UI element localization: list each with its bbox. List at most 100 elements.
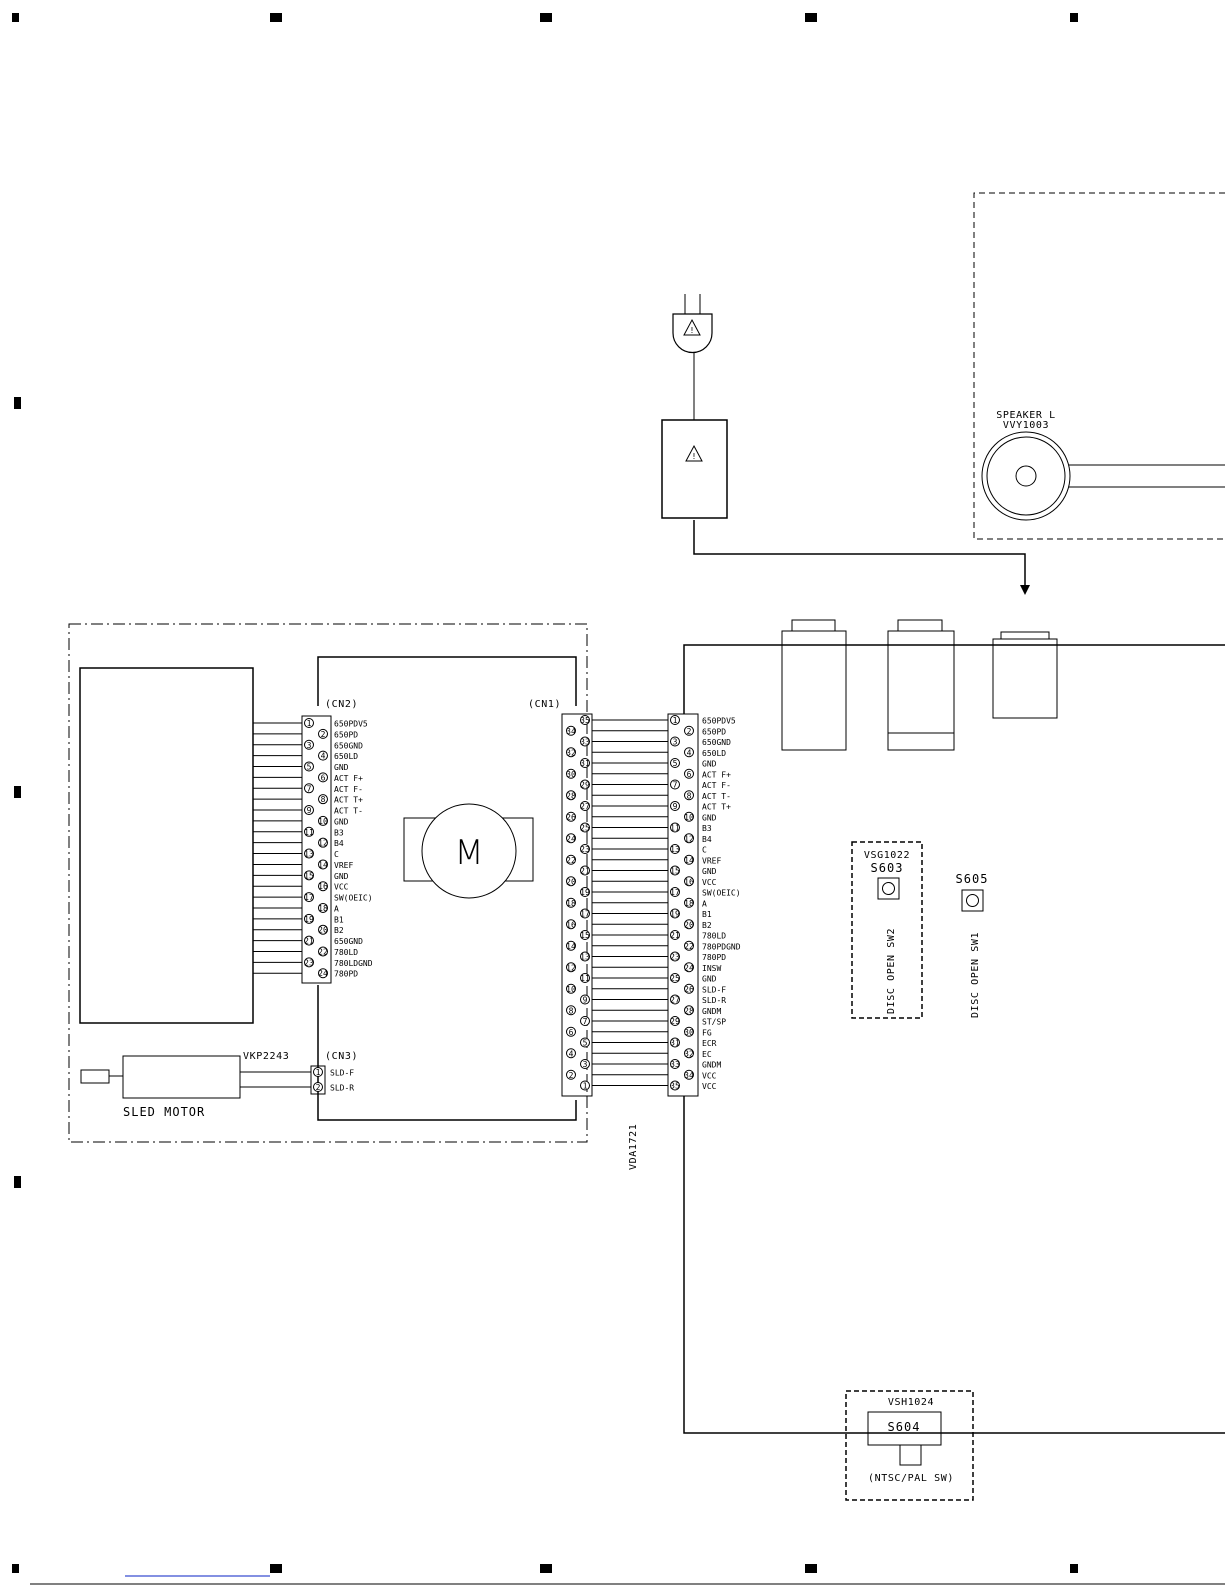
cn2-pin — [318, 968, 328, 979]
switch-s605: S605 DISC OPEN SW1 — [956, 872, 989, 1018]
cable-pin-number: 21 — [580, 867, 590, 876]
cn2-pin-label: B1 — [334, 915, 344, 924]
cn1-pin-label: B4 — [702, 835, 712, 844]
cn1-pin-number: 3 — [673, 738, 678, 747]
cn3-part: VKP2243 — [243, 1051, 289, 1062]
cn1-pin-number: 2 — [687, 727, 692, 736]
cn1-pin-label: GNDM — [702, 1007, 721, 1016]
cn1-pin-label: ST/SP — [702, 1018, 726, 1027]
cn2-pin — [304, 826, 314, 837]
cn2-pin — [318, 794, 328, 805]
cn1-pin — [684, 790, 694, 801]
cn1-pin-label: ECR — [702, 1039, 717, 1048]
cn1-pin — [670, 951, 680, 962]
cable-pin-number: 12 — [566, 963, 576, 972]
cn2-pin-number: 4 — [321, 752, 326, 761]
cable-pin — [580, 930, 590, 940]
cable-pin — [566, 725, 576, 736]
cable-pin-number: 7 — [583, 1017, 588, 1026]
cn1-pin-number: 35 — [670, 1082, 680, 1091]
cn1-pin — [684, 833, 694, 844]
cn2-pin-number: 10 — [318, 817, 328, 826]
cn1-pin — [684, 768, 694, 779]
cable-pin — [580, 1080, 590, 1091]
cn1-pin — [684, 1048, 694, 1059]
cn2-pin-label: GND — [334, 817, 349, 826]
cn1-pin — [670, 865, 680, 876]
cn1-pin-label: VREF — [702, 856, 721, 865]
cable-pin-number: 20 — [566, 877, 576, 886]
cable-pin — [566, 962, 576, 973]
cn1-pin-label: VCC — [702, 1082, 717, 1091]
cn1-pin-number: 11 — [670, 824, 680, 833]
cn1-pin-label: EC — [702, 1050, 712, 1059]
cn1-pin-number: 4 — [687, 748, 692, 757]
cn3-pin — [313, 1082, 323, 1092]
cn1-pin-label: 780PDGND — [702, 942, 741, 951]
cn1-pin — [684, 876, 694, 887]
cable-pin-number: 23 — [580, 845, 590, 854]
cn1-pin-label: 650GND — [702, 738, 731, 747]
cn1-pin-label: 780PD — [702, 953, 726, 962]
speaker-board: SPEAKER L VVY1003 — [973, 192, 1225, 540]
cable-pin — [580, 736, 590, 747]
cable-pin-number: 16 — [566, 920, 576, 929]
cn2-pin-number: 12 — [318, 839, 328, 848]
cable-pin — [580, 908, 590, 919]
cn2-pin-label: B2 — [334, 926, 344, 935]
cn1-pin-number: 7 — [673, 781, 678, 790]
cn2-pin-number: 9 — [307, 806, 312, 815]
s605-ref: S605 — [956, 872, 989, 886]
sled-motor: SLED MOTOR — [80, 1055, 311, 1119]
s603-label: DISC OPEN SW2 — [886, 928, 897, 1014]
pickup-assembly-boundary — [68, 623, 588, 1143]
cn1-pin-number: 13 — [670, 845, 680, 854]
cn2-pin-label: 780LD — [334, 948, 358, 957]
cable-pin-number: 11 — [580, 974, 590, 983]
cn2-pin-label: A — [334, 904, 339, 913]
cn1-pin — [670, 801, 680, 811]
cn1-pin — [670, 736, 680, 747]
cn2-pin-label: 780PD — [334, 970, 358, 979]
cn1-pin — [684, 747, 694, 758]
cable-pin — [566, 1069, 576, 1080]
cn2-pin-number: 11 — [304, 828, 314, 837]
cn1-pin-label: GND — [702, 760, 717, 769]
s603-ref: S603 — [871, 861, 904, 875]
cable-pin — [580, 865, 590, 876]
cable-pin-number: 24 — [566, 834, 576, 843]
cable-pin — [580, 1037, 590, 1048]
cn2-pin-number: 7 — [307, 784, 312, 793]
cn1-pin-label: FG — [702, 1028, 712, 1037]
cn1-pin — [670, 1080, 680, 1091]
cn1-pin — [670, 844, 680, 854]
cn1-pin-label: C — [702, 846, 707, 855]
cn2-pin — [304, 913, 314, 924]
cable-pin — [580, 758, 590, 768]
sled-motor-label: SLED MOTOR — [123, 1105, 205, 1119]
cn3-pin-number: 1 — [316, 1068, 321, 1077]
cn2-pin-number: 23 — [304, 958, 314, 967]
cable-pin — [566, 940, 576, 951]
cn1-pin — [670, 758, 680, 768]
cn2-pin-label: SW(OEIC) — [334, 894, 373, 903]
pickup-flex-bottom — [317, 985, 577, 1121]
cable-pin — [580, 779, 590, 790]
s604-label: (NTSC/PAL SW) — [868, 1473, 954, 1484]
cn2-pin — [304, 783, 314, 794]
cn1-pin-number: 29 — [670, 1017, 680, 1026]
cn2-pin-label: 650GND — [334, 937, 363, 946]
spindle-motor-symbol: M — [454, 833, 483, 873]
cn1-pin — [684, 725, 694, 736]
cn2-pin — [304, 848, 314, 859]
cn1-pin-label: GND — [702, 813, 717, 822]
cable-pin-number: 10 — [566, 985, 576, 994]
cn2-pin — [318, 946, 328, 957]
cn1-pin-label: VCC — [702, 1071, 717, 1080]
cn2-pin — [318, 837, 328, 848]
cable-pin — [566, 1048, 576, 1059]
cn2-pin — [318, 859, 328, 870]
cn1-pin-number: 20 — [684, 920, 694, 929]
